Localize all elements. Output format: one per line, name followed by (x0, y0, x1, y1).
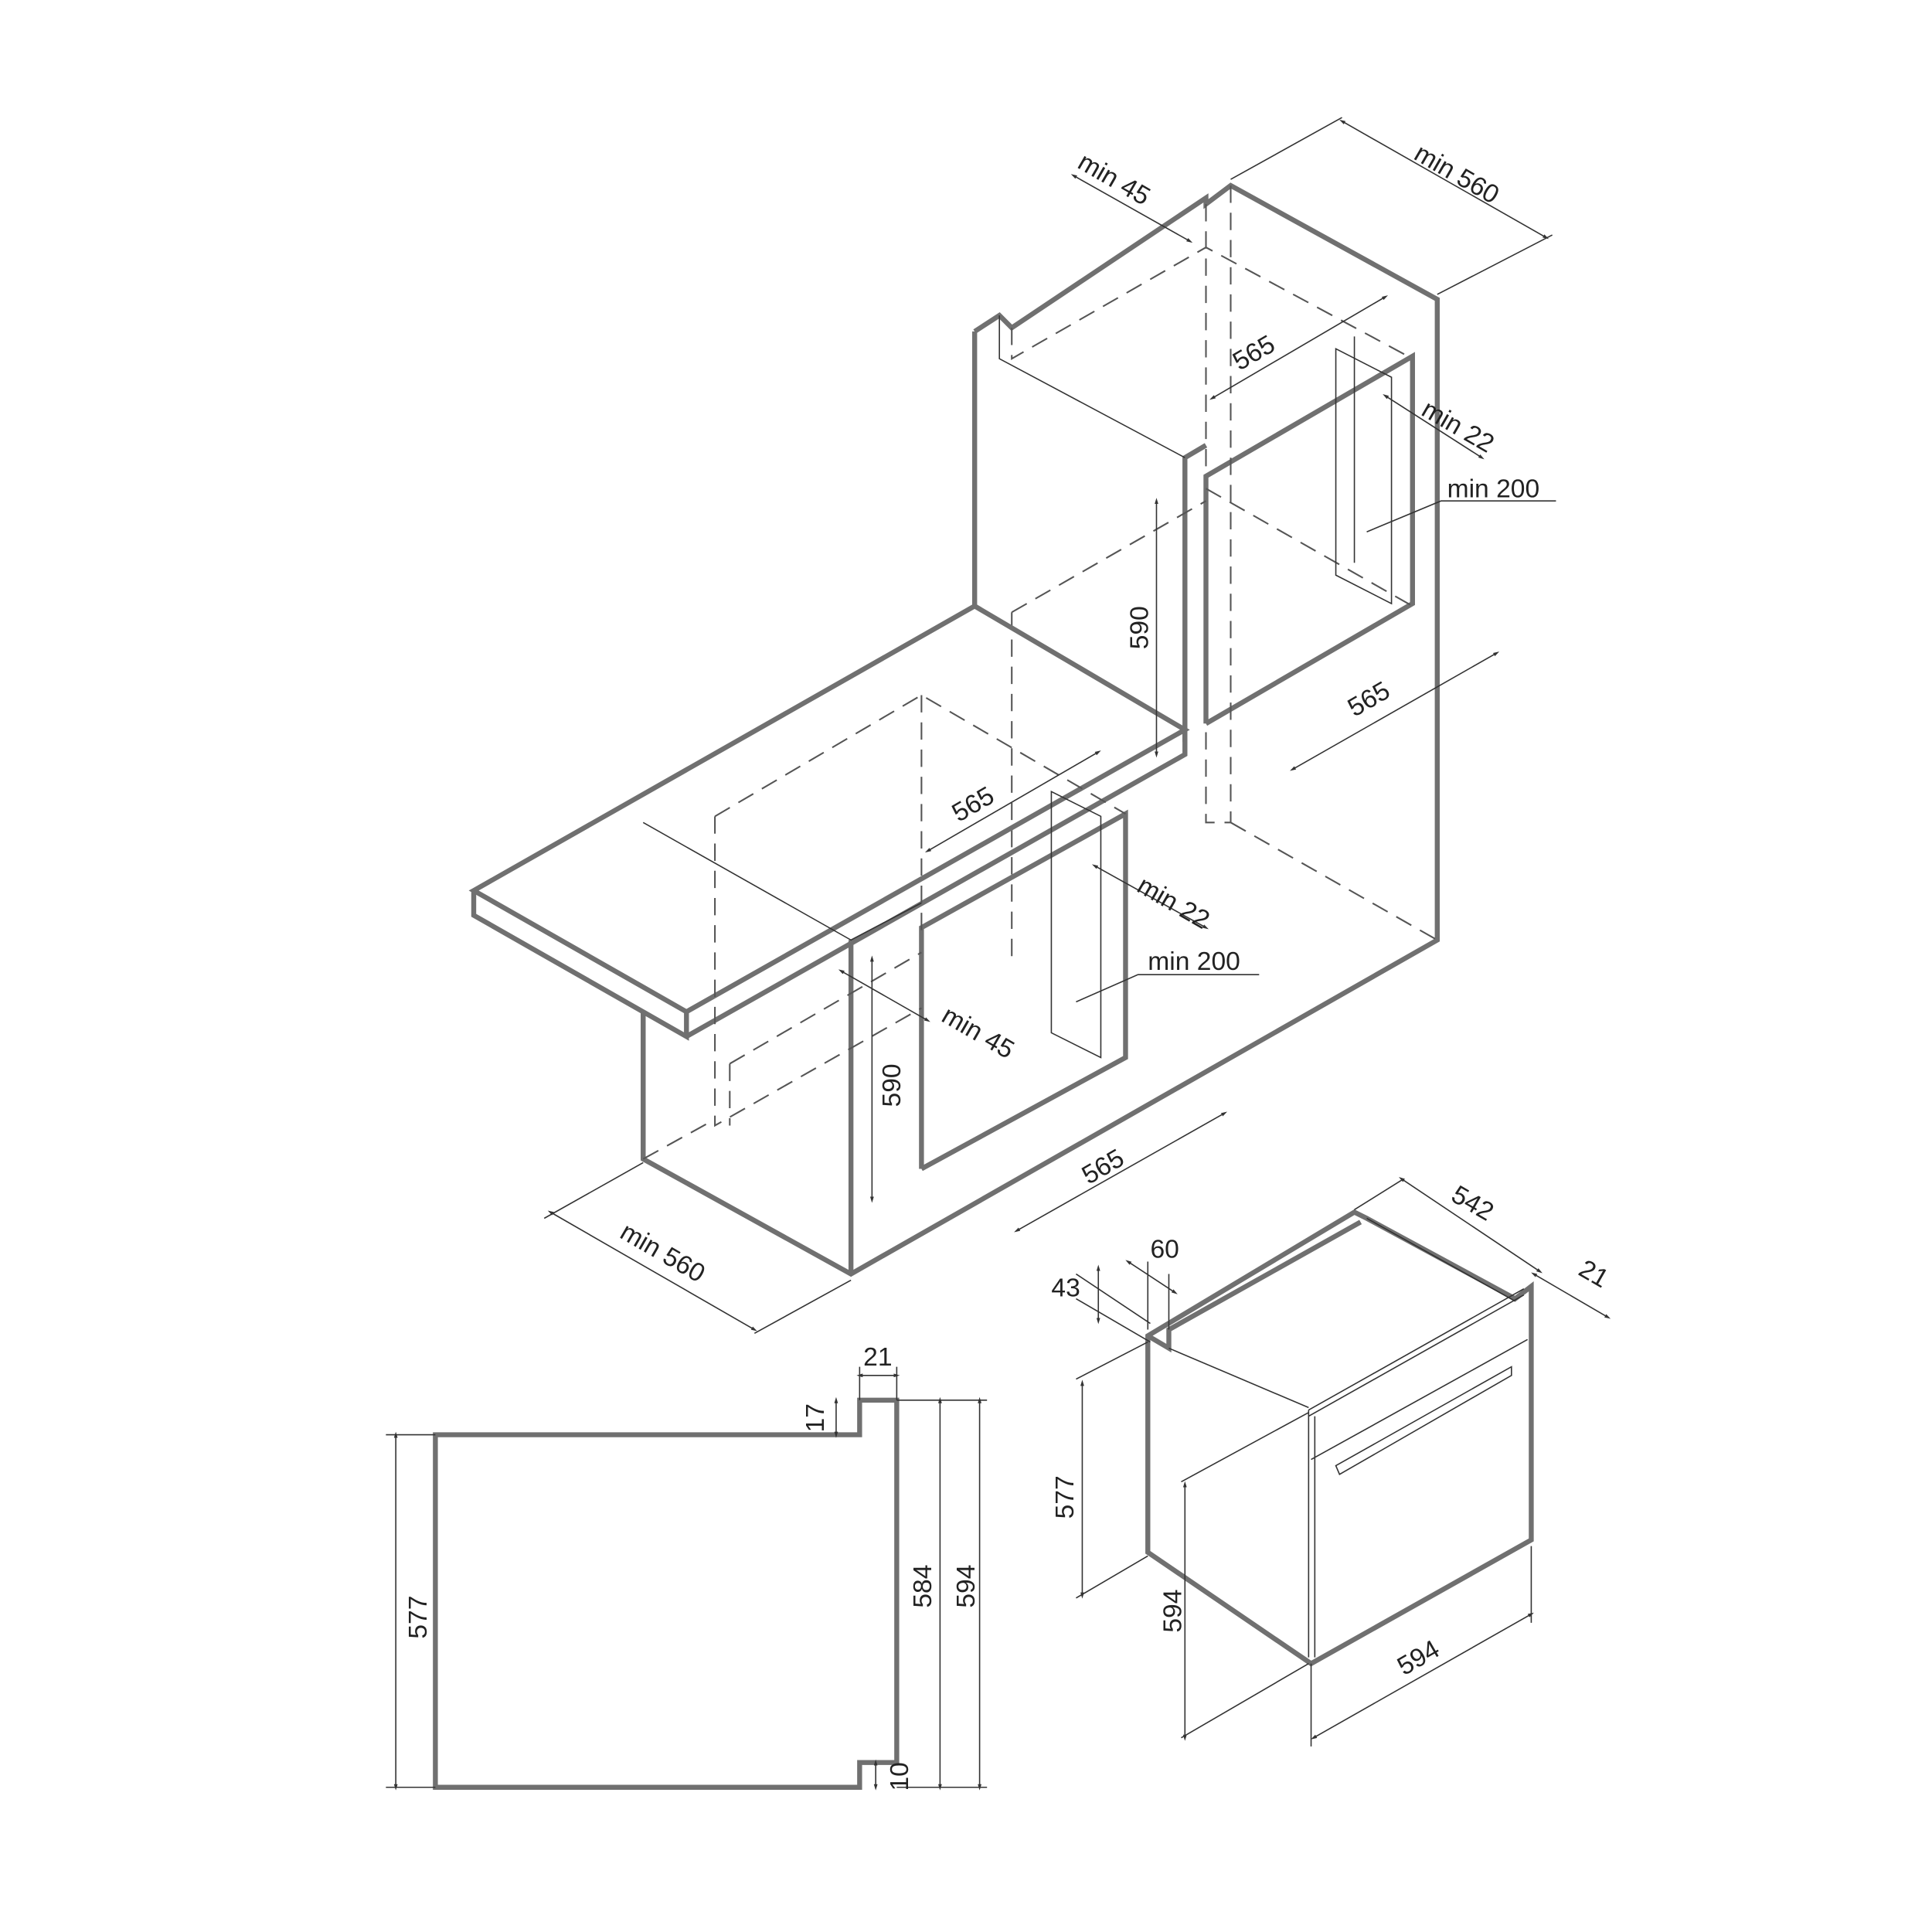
oven-side-view: 577 21 17 584 594 10 (386, 1343, 988, 1791)
undercounter-side-gap-label: min 22 (1132, 871, 1214, 934)
undercounter-depth-front-label: 565 (1077, 1144, 1129, 1190)
side-total-height-label: 594 (952, 1565, 981, 1608)
oven-top-offset-label: 43 (1051, 1274, 1080, 1302)
oven-height-label: 594 (1158, 1590, 1187, 1633)
undercounter-width-label: min 560 (615, 1217, 709, 1288)
column-depth-top-label: 565 (1228, 330, 1280, 376)
column-vent-label: min 200 (1447, 474, 1540, 503)
side-bottom-step-label: 10 (886, 1762, 914, 1791)
side-top-step-label: 17 (801, 1403, 830, 1432)
column-height-label: 590 (1125, 606, 1154, 649)
oven-body-height-label: 577 (1051, 1475, 1080, 1519)
oven-iso-view: 542 21 60 43 577 594 594 (1051, 1177, 1614, 1747)
column-dimensions: min 560 min 45 565 565 590 min 22 min 20… (1070, 117, 1556, 771)
undercounter-height-label: 590 (878, 1063, 906, 1107)
side-front-offset-label: 21 (863, 1343, 892, 1372)
undercounter-depth-top-label: 565 (947, 781, 999, 828)
column-side-gap-label: min 22 (1417, 395, 1498, 458)
oven-width-label: 594 (1393, 1635, 1444, 1682)
side-body-height-label: 577 (404, 1596, 433, 1639)
undercounter-vent-label: min 200 (1148, 947, 1240, 976)
column-width-label: min 560 (1410, 139, 1504, 210)
column-top-gap-label: min 45 (1073, 148, 1155, 211)
column-cabinet (641, 182, 1440, 1277)
side-inner-height-label: 584 (909, 1565, 937, 1608)
oven-rear-offset-label: 60 (1150, 1236, 1179, 1264)
undercounter-cabinet (468, 603, 1190, 1274)
undercounter-rear-gap-label: min 45 (937, 1001, 1019, 1064)
oven-front-thickness-label: 21 (1574, 1254, 1614, 1294)
oven-depth-label: 542 (1447, 1180, 1498, 1226)
